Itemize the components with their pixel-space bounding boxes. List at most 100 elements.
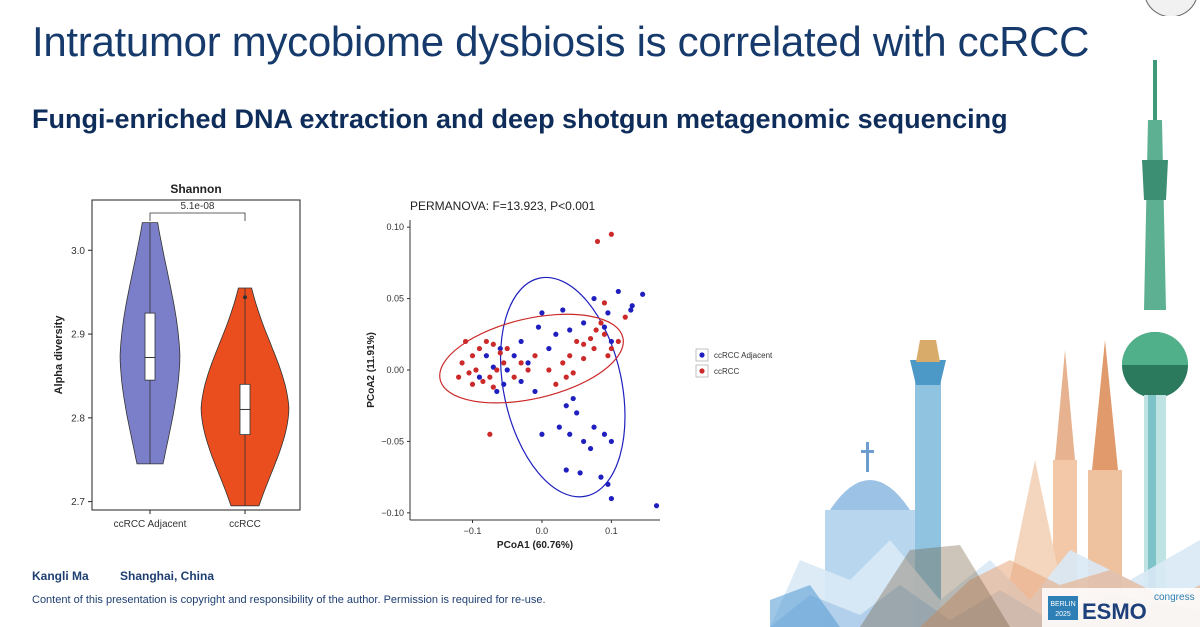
scatter-point-adjacent: [608, 495, 614, 502]
esmo-logo-year: 2025: [1055, 611, 1071, 618]
scatter-point-ccrcc: [553, 381, 559, 387]
scatter-point-ccrcc: [608, 345, 614, 352]
author-location: Shanghai, China: [120, 569, 215, 583]
scatter-point-ccrcc: [587, 335, 594, 342]
scatter-point-ccrcc: [598, 320, 604, 326]
scatter-point-adjacent: [504, 367, 510, 373]
scatter-point-adjacent: [591, 424, 597, 430]
scatter-point-adjacent: [497, 345, 503, 352]
esmo-logo-word: congress: [1154, 592, 1195, 603]
scatter-point-ccrcc: [605, 353, 611, 359]
scatter-point-ccrcc: [466, 370, 472, 376]
y-tick-label: 2.7: [71, 497, 85, 508]
scatter-point-adjacent: [577, 470, 583, 476]
copyright-notice: Content of this presentation is copyrigh…: [32, 594, 546, 606]
scatter-point-ccrcc: [591, 345, 597, 352]
confidence-ellipse-1: [439, 313, 624, 404]
scatter-point-ccrcc: [476, 345, 483, 352]
scatter-point-adjacent: [601, 324, 608, 330]
scatter-point-ccrcc: [581, 355, 587, 362]
scatter-point-adjacent: [615, 288, 621, 295]
institution-seal-icon: [1145, 0, 1197, 16]
scatter-point-adjacent: [567, 327, 573, 333]
scatter-point-adjacent: [605, 481, 611, 487]
scatter-point-ccrcc: [490, 341, 496, 347]
scatter-point-adjacent: [553, 331, 559, 337]
scatter-point-adjacent: [494, 388, 500, 395]
scatter-point-adjacent: [574, 410, 580, 416]
scatter-point-ccrcc: [504, 345, 510, 352]
legend-marker: [699, 368, 705, 374]
scatter-point-adjacent: [653, 503, 660, 509]
significance-bracket: [149, 212, 246, 221]
scatter-point-adjacent: [601, 431, 608, 437]
scatter-point-ccrcc: [490, 384, 496, 390]
y-tick-label: 0.05: [386, 294, 404, 304]
scatter-point-ccrcc: [511, 374, 517, 380]
scatter-point-ccrcc: [560, 360, 566, 366]
scatter-point-adjacent: [501, 381, 507, 387]
scatter-point-ccrcc: [462, 338, 469, 345]
scatter-point-adjacent: [605, 310, 611, 316]
scatter-point-ccrcc: [601, 300, 608, 306]
esmo-congress-logo: BERLIN 2025 ESMO congress: [1042, 588, 1200, 627]
y-tick-label: 0.00: [386, 365, 404, 375]
scatter-point-adjacent: [490, 364, 496, 370]
scatter-point-ccrcc: [593, 327, 599, 333]
scatter-point-adjacent: [598, 474, 604, 480]
scatter-point-adjacent: [560, 307, 566, 313]
scatter-point-ccrcc: [518, 360, 524, 366]
scatter-point-adjacent: [535, 324, 542, 330]
scatter-point-adjacent: [539, 431, 545, 437]
y-tick-label: 0.10: [386, 222, 404, 232]
x-tick-label: 0.0: [536, 526, 549, 536]
scatter-point-ccrcc: [608, 231, 614, 237]
scatter-point-ccrcc: [487, 431, 493, 437]
scatter-point-adjacent: [608, 438, 614, 445]
violin-outlier: [243, 295, 247, 300]
pcoa-scatter-chart: PERMANOVA: F=13.923, P<0.001−0.10−0.050.…: [366, 199, 773, 551]
scatter-point-ccrcc: [501, 360, 507, 366]
y-tick-label: 3.0: [71, 246, 85, 257]
x-tick-label: −0.1: [464, 526, 482, 536]
scatter-point-ccrcc: [469, 353, 476, 359]
legend-label: ccRCC: [714, 367, 740, 376]
legend-marker: [699, 352, 705, 358]
scatter-point-ccrcc: [594, 238, 601, 245]
pcoa-title: PERMANOVA: F=13.923, P<0.001: [410, 199, 596, 213]
x-tick-label: ccRCC Adjacent: [114, 519, 187, 530]
significance-pvalue: 5.1e-08: [181, 201, 215, 212]
scatter-point-adjacent: [629, 303, 635, 309]
y-tick-label: 2.8: [71, 413, 85, 424]
scatter-point-ccrcc: [469, 381, 476, 387]
scatter-point-ccrcc: [601, 331, 608, 337]
violin-title: Shannon: [170, 182, 221, 196]
scatter-point-ccrcc: [563, 374, 569, 380]
scatter-point-adjacent: [640, 291, 646, 297]
y-tick-label: −0.10: [381, 508, 404, 518]
scatter-point-ccrcc: [574, 338, 580, 345]
y-tick-label: 2.9: [71, 330, 85, 341]
scatter-point-adjacent: [587, 445, 594, 452]
scatter-point-adjacent: [570, 395, 576, 402]
scatter-point-adjacent: [483, 353, 489, 359]
scatter-point-ccrcc: [622, 314, 628, 320]
scatter-point-ccrcc: [581, 341, 587, 347]
scatter-point-adjacent: [525, 360, 531, 366]
violin-plot-frame: [91, 199, 301, 511]
scatter-point-adjacent: [532, 388, 538, 395]
scatter-point-ccrcc: [570, 370, 576, 376]
y-axis-label: Alpha diversity: [53, 315, 65, 395]
scatter-point-adjacent: [628, 307, 634, 313]
violin-box: [144, 312, 156, 381]
scatter-point-ccrcc: [497, 350, 503, 356]
scatter-point-ccrcc: [459, 360, 465, 366]
scatter-point-ccrcc: [480, 378, 486, 385]
author-name: Kangli Ma: [32, 569, 89, 583]
berlin-skyline-illustration: [770, 60, 1200, 627]
scatter-point-ccrcc: [494, 367, 500, 373]
esmo-logo-brand: ESMO: [1082, 599, 1147, 624]
scatter-point-adjacent: [539, 310, 545, 316]
scatter-point-adjacent: [563, 403, 569, 409]
slide-subtitle: Fungi-enriched DNA extraction and deep s…: [32, 104, 1008, 134]
